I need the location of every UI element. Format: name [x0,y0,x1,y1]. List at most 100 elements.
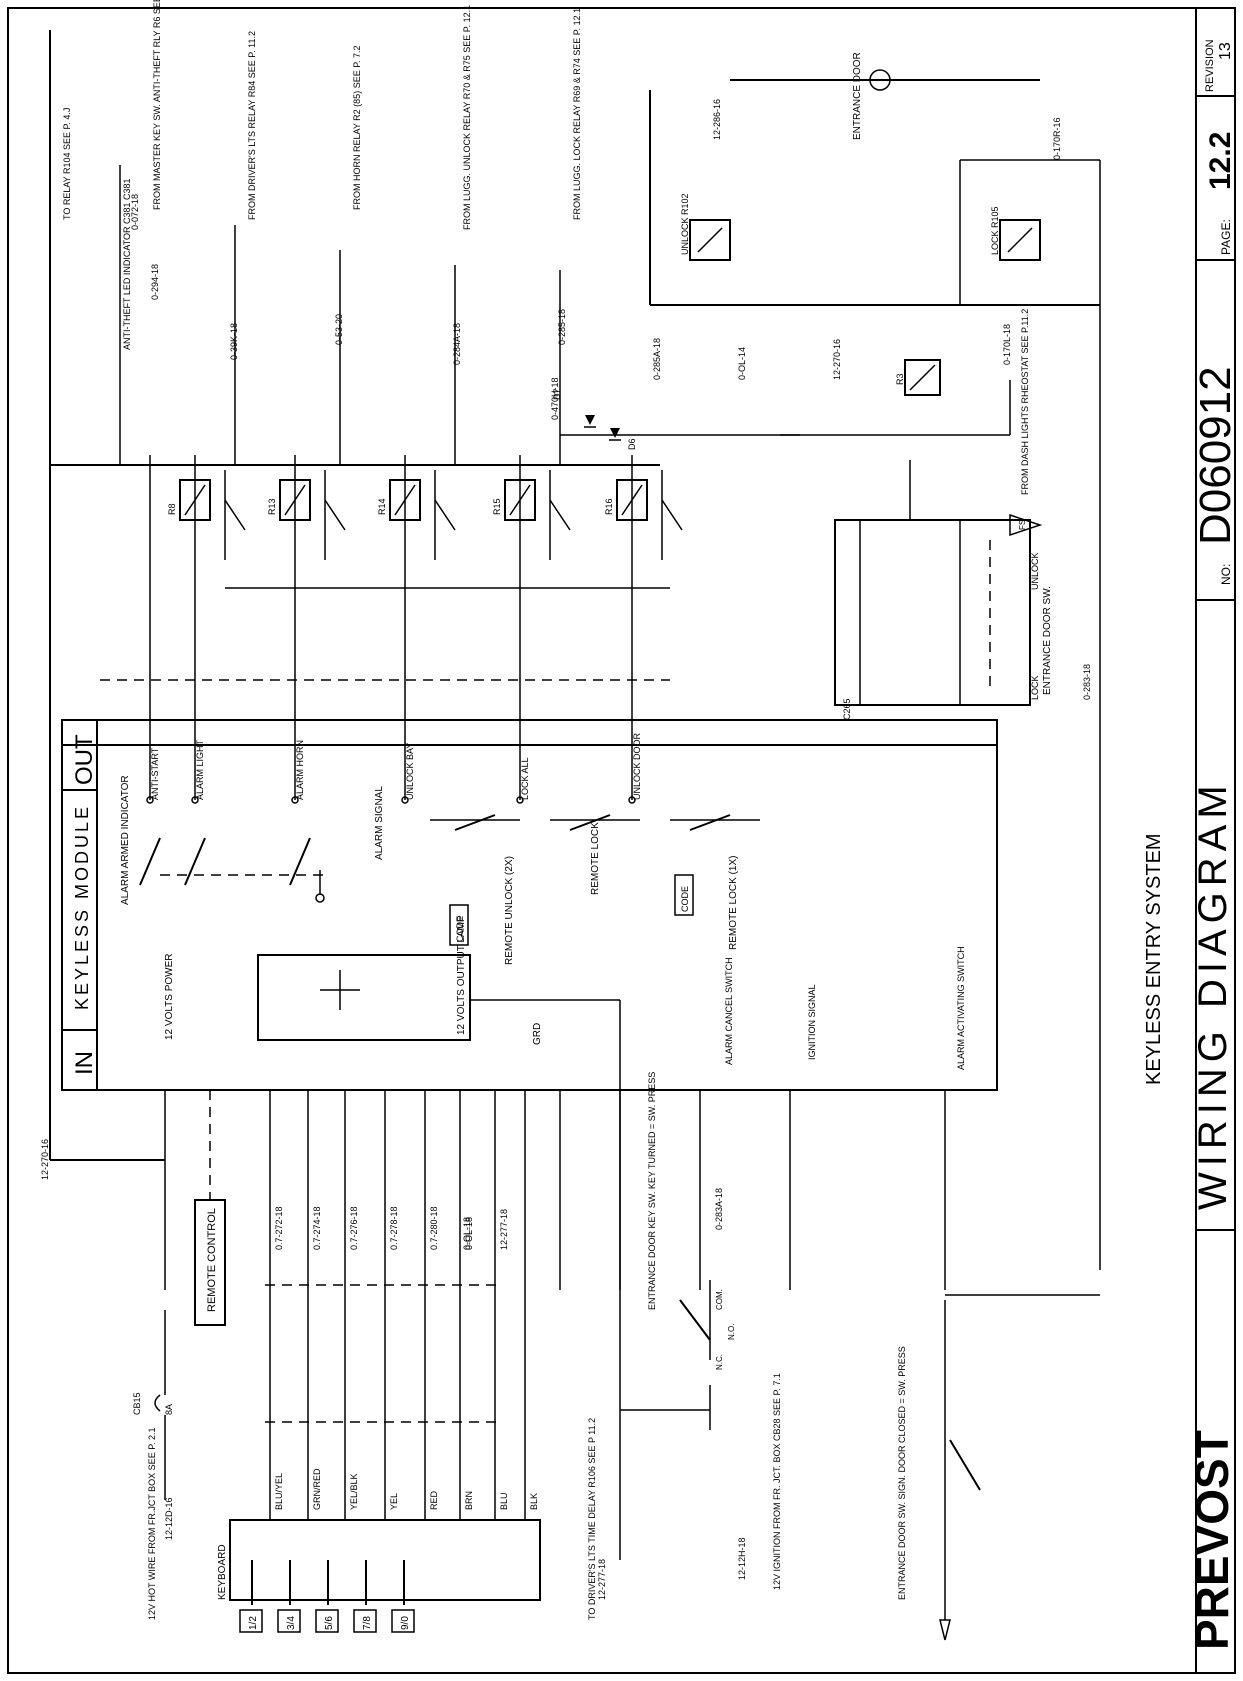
module-gnd-label: GRD [532,1023,543,1045]
relay-switch-R16 [661,499,683,531]
top-ref-3: FROM DRIVER'S LTS RELAY R84 SEE P. 11.2 [247,31,257,220]
remote-lock-label: REMOTE LOCK [590,822,601,895]
keyboard-wire-color-4: RED [429,1490,439,1510]
no-label: NO: [1219,564,1233,585]
system-title: KEYLESS ENTRY SYSTEM [1143,833,1165,1085]
keyboard-wire-color-1: GRN/RED [312,1468,322,1510]
wire-label-4: 0-53-20 [334,314,344,345]
keyboard-label: KEYBOARD [217,1544,228,1600]
relay-label-R14: R14 [377,498,387,515]
output-terminal-3 [401,796,409,804]
output-label-0: ANTI-START [150,747,160,800]
relay-label-R16: R16 [604,498,614,515]
code-box-label: CODE [455,916,465,942]
relay-coil-R14 [394,484,416,516]
switch-no-label: N.O. [727,1324,736,1340]
keyboard-key-label-2: 5/6 [324,1616,335,1630]
relay-switch-R13 [324,499,346,531]
output-label-3: UNLOCK BAY [405,743,415,800]
relay-coil-R15 [509,484,531,516]
keyboard-key-label-4: 9/0 [400,1616,411,1630]
alarm-switches [139,837,330,903]
cb15-rating: 8A [164,1404,174,1415]
entrance-door-label: ENTRANCE DOOR [852,52,863,140]
keyboard-wire-id-6: 12-277-18 [499,1209,509,1250]
module-input-wires [164,999,946,1560]
entrance-door-switch: ENTRANCE DOOR SW. LOCK UNLOCK C265 FS FR… [834,309,1053,720]
relay-label-R8: R8 [167,503,177,515]
relay-R15 [504,479,536,521]
wire-label-9: 0-OL-14 [737,347,747,380]
output-terminal-2 [291,796,299,804]
diodes: D7 D6 [552,388,800,450]
diagram-type: WIRING DIAGRAM [1191,779,1235,1210]
wire-label-0: 12-270-16 [40,1139,50,1180]
remote-lock-1x-label: REMOTE LOCK (1X) [728,856,739,950]
output-wires [146,455,636,804]
keyboard-wire-color-2: YEL/BLK [349,1473,359,1510]
keyboard-wire-color-7: BLK [529,1493,539,1510]
entrance-door-sw-label: ENTRANCE DOOR SW. [1042,586,1053,695]
relay-R14 [389,479,421,521]
wire-label-13: 0-170R-16 [1052,117,1062,160]
lock-label: LOCK [1030,675,1040,700]
wire-label-12: 0-170L-18 [1002,324,1012,365]
unlock-label: UNLOCK [1030,552,1040,590]
wire-label-16: 12-12H-18 [737,1537,747,1580]
ignition-signal-label: IGNITION SIGNAL [807,984,817,1060]
wire-label-2: 0-294-18 [150,264,160,300]
wire-label-18: 0-283A-18 [714,1188,724,1230]
top-reference-wires [119,165,561,465]
unlock-relay-label: UNLOCK R102 [680,193,690,255]
bottom-ref-2: 12V IGNITION FROM FR. JCT. BOX CB28 SEE … [772,1373,782,1590]
wire-label-17: 12-277-18 [597,1559,607,1600]
relay-coil-R13 [284,484,306,516]
wire-label-5: 0-284A-18 [452,323,462,365]
wire-label-3: 0-39K-18 [229,323,239,360]
output-terminal-0 [146,796,154,804]
relay-R16 [616,479,648,521]
c265-label: C265 [842,698,852,720]
top-ref-1: ANTI-THEFT LED INDICATOR C381 C381 [122,178,132,350]
r3-relay-label: R3 [895,373,905,385]
from-dash-label: FROM DASH LIGHTS RHEOSTAT SEE P.11.2 [1020,309,1030,495]
wire-label-11: 12-270-16 [832,339,842,380]
revision-number: 13 [1217,42,1234,60]
bottom-ref-0: 12V HOT WIRE FROM FR.JCT BOX SEE P. 2.1 [147,1427,157,1620]
bottom-ref-4: ENTRANCE DOOR SW. SIGN. DOOR CLOSED = SW… [897,1346,907,1600]
cb15-label: CB15 [132,1392,142,1415]
fs-marker-door: FS [1018,520,1027,530]
remote-unlock-label: REMOTE UNLOCK (2X) [504,856,515,965]
wire-label-1: 0-072-18 [130,194,140,230]
drawing-number: D060912 [1191,366,1240,545]
keyboard-key-4 [391,1609,415,1633]
page-label: PAGE: [1219,219,1233,255]
bottom-ref-3: ENTRANCE DOOR KEY SW. KEY TURNED = SW. P… [647,1072,657,1310]
wire-label-14: 0-283-18 [1082,664,1092,700]
keyboard-key-1 [277,1609,301,1633]
power-label: 12 VOLTS POWER [164,953,175,1040]
keyboard-key-0 [239,1609,263,1633]
keyboard-key-3 [353,1609,377,1633]
output-terminal-5 [628,796,636,804]
output-lamp-label: 12 VOLTS OUTPUT LAMP [456,915,467,1035]
lock-relay-label: LOCK R105 [990,206,1000,255]
bottom-ref-1: TO DRIVER'S LTS TIME DELAY R106 SEE P 11… [587,1418,597,1620]
top-ref-2: FROM MASTER KEY SW. ANTI-THEFT RLY R6 SE… [152,0,162,210]
door-relays: UNLOCK R102 LOCK R105 R3 ENTRANCE DOOR [649,52,1101,1270]
keyboard-key-label-0: 1/2 [248,1616,259,1630]
alarm-cancel-label: ALARM CANCEL SWITCH [724,957,734,1065]
page-number: 12.2 [1204,132,1237,190]
keyboard-wire-id-0: 0.7-272-18 [274,1206,284,1250]
keyboard-wire-id-1: 0.7-274-18 [312,1206,322,1250]
top-ref-5: FROM LUGG. UNLOCK RELAY R70 & R75 SEE P.… [462,5,472,230]
relay-coil-R16 [621,484,643,516]
lock-switches: CODE REMOTE UNLOCK (2X) REMOTE LOCK CODE… [430,814,760,965]
output-terminal-4 [516,796,524,804]
output-terminal-1 [191,796,199,804]
code-box-label-2: CODE [680,886,690,912]
